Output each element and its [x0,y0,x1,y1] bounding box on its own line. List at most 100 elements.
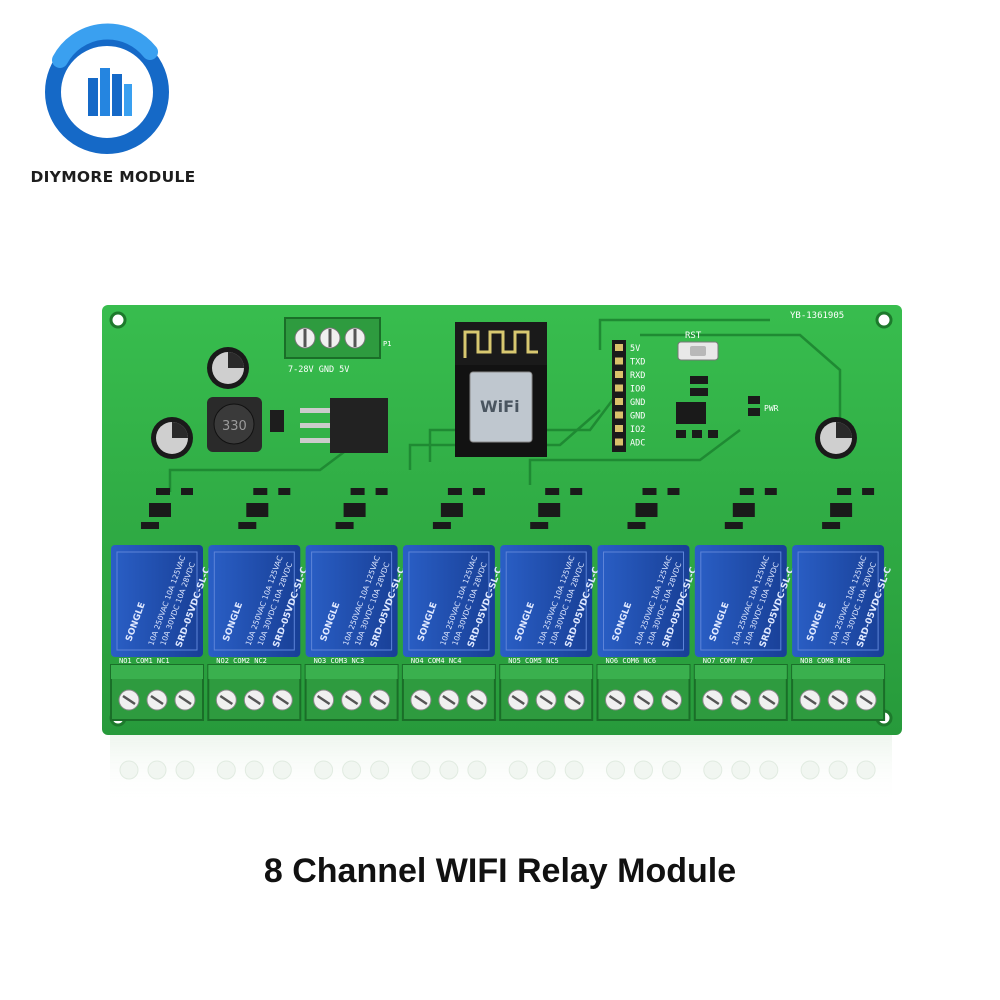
header-pin[interactable] [615,398,623,405]
smd-resistor [253,488,268,495]
reflection-screw [856,760,876,780]
logo-bars-icon [88,68,132,116]
smd-resistor [156,488,170,495]
header-pin[interactable] [615,438,623,446]
transistor [732,503,755,517]
relay-label-frame [603,551,684,651]
header-pin-label: IO2 [630,425,645,435]
esp8266-wifi-module [455,322,547,457]
reflection-screw [244,760,264,780]
brand-name: DIYMORE MODULE [30,168,196,186]
rst-label: RST [685,331,702,341]
smd-resistor [667,488,680,495]
header-pin-label: GND [630,412,645,422]
terminal-label: NO4 COM4 NC4 [411,657,462,665]
smd-diode [627,522,646,529]
relay-label-frame [700,551,782,651]
power-input-terminal[interactable] [284,317,381,359]
smd-diode [238,522,257,529]
board-reflection [110,735,892,805]
relay-body [402,545,495,657]
header-pin[interactable] [615,384,623,392]
reflection-screw [370,760,390,780]
esp-module-brand: WiFi [480,397,520,416]
rst-button[interactable] [677,341,719,361]
relay-output-terminal[interactable] [791,664,886,721]
smd-diode [432,522,451,529]
capacitor-c16 [815,417,857,459]
relay-output-terminal[interactable] [499,664,594,721]
reflection-screw [703,760,723,780]
relay-output-terminal[interactable] [693,664,788,721]
reflection-screw [342,760,362,780]
transistor [246,503,269,517]
header-pin[interactable] [615,344,623,351]
header-pin[interactable] [615,357,623,365]
reflection-screw [439,760,459,780]
gpio-header[interactable] [612,340,626,452]
pwr-label: PWR [764,404,779,413]
terminal-label: NO7 COM7 NC7 [703,657,754,665]
smd-resistor [764,488,777,495]
transistor [635,503,658,517]
relay-output-terminal[interactable] [401,664,496,721]
header-pin[interactable] [615,411,623,419]
smd-resistor [642,488,657,495]
smd-resistor [545,488,560,495]
relay-label-frame [408,551,490,651]
header-pin-label: IO0 [630,385,645,395]
inductor-marking: 330 [222,419,247,434]
header-pin[interactable] [615,425,623,432]
smd-resistor [447,488,462,495]
relay-output-terminal[interactable] [304,664,399,721]
capacitor-c1 [207,347,249,389]
relay-body [792,545,885,657]
reflection-screw [634,760,653,780]
relay-output-terminal[interactable] [110,664,204,721]
relay-body [500,545,593,657]
reflection-screw [119,760,139,780]
smd-resistor [837,488,852,495]
transistor [343,503,366,517]
relay-label-frame [505,551,587,651]
transistor [440,503,463,517]
reflection-screw [606,760,625,780]
header-pin-label: GND [630,398,645,408]
relay-body [111,545,203,657]
reflection-screw [759,760,779,780]
smd-diode [335,522,354,529]
smd-parts [676,376,760,438]
reflection-screw [314,760,334,780]
reflection-screw [467,760,487,780]
relay-label-frame [311,551,393,651]
relay-label-frame [116,551,198,651]
smd-resistor [375,488,388,495]
relay-body [694,545,787,657]
relay-output-terminal[interactable] [596,664,691,721]
reflection-screw [216,760,236,780]
smd-resistor [350,488,365,495]
relay-output-terminal[interactable] [207,664,302,721]
header-pin[interactable] [615,371,623,378]
transistor [149,503,171,517]
smd-diode [724,522,743,529]
smd-resistor [472,488,485,495]
smd-resistor [278,488,291,495]
reflection-screw [536,760,556,780]
terminal-label: NO1 COM1 NC1 [119,657,170,665]
transistor [538,503,561,517]
terminal-label: NO8 COM8 NC8 [800,657,851,665]
reflection-screw [828,760,848,780]
relay-body [208,545,301,657]
header-pin-label: RXD [630,371,645,381]
relay-label-frame [213,551,295,651]
reflection-screw [175,760,195,780]
reflection-screw [731,760,751,780]
reflection-screw [800,760,820,780]
